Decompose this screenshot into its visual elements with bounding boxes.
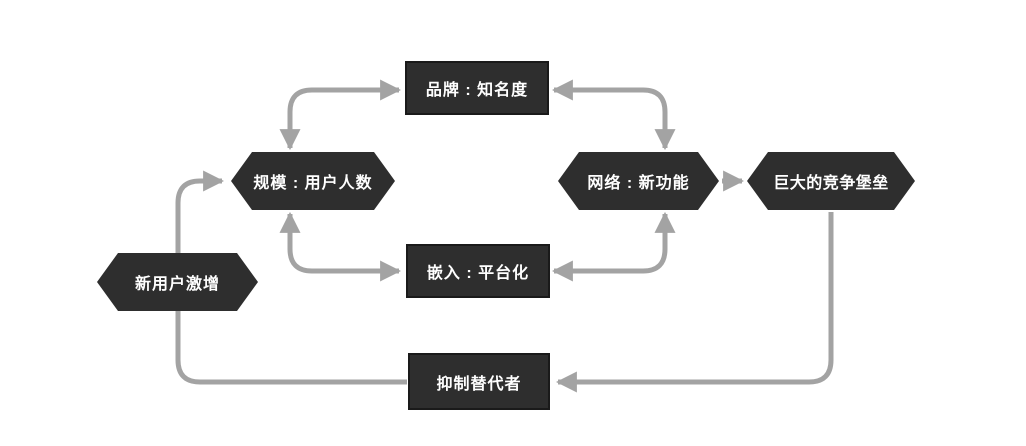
- node-scale-users: 规模 : 用户人数: [231, 152, 395, 210]
- edge-scale-brand: [279, 79, 402, 151]
- node-scale-users-label: 规模 : 用户人数: [253, 175, 373, 192]
- node-brand-awareness: 品牌 : 知名度: [405, 61, 549, 115]
- node-network-features: 网络 : 新功能: [558, 152, 719, 210]
- node-new-user-surge: 新用户激增: [97, 253, 258, 311]
- node-new-user-surge-label: 新用户激增: [134, 276, 220, 293]
- edge-scale-embed: [279, 211, 402, 282]
- edge-embed-network: [551, 211, 676, 282]
- node-embed-platform-label: 嵌入 : 平台化: [426, 265, 530, 282]
- node-network-features-label: 网络 : 新功能: [587, 175, 690, 192]
- node-brand-awareness-label: 品牌 : 知名度: [425, 82, 529, 99]
- node-suppress-substitutes-label: 抑制替代者: [436, 375, 522, 393]
- node-suppress-substitutes: 抑制替代者: [408, 353, 550, 410]
- edge-brand-network: [551, 79, 676, 151]
- node-competitive-fortress: 巨大的竞争堡垒: [747, 152, 915, 210]
- node-embed-platform: 嵌入 : 平台化: [406, 244, 550, 298]
- edge-fortress-suppress: [555, 212, 834, 393]
- node-competitive-fortress-label: 巨大的竞争堡垒: [773, 175, 889, 192]
